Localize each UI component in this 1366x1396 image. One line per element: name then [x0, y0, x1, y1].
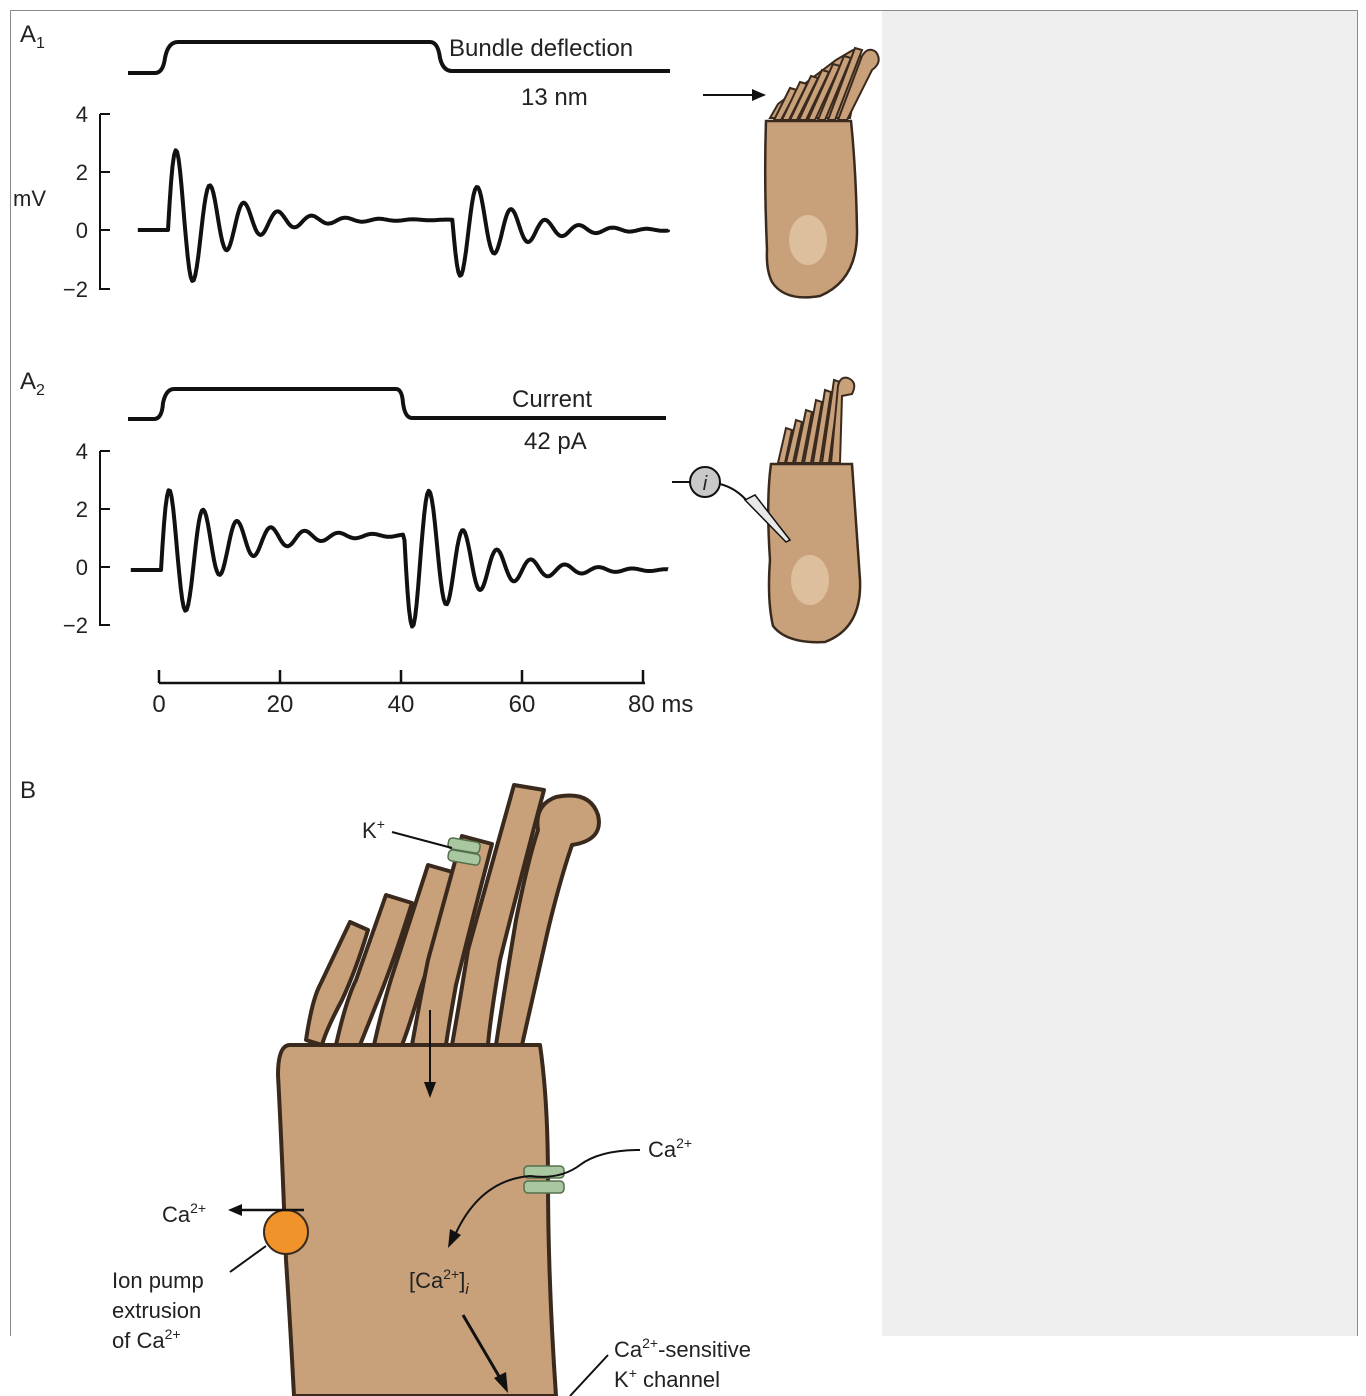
- a2-ytick-4: 4: [76, 439, 88, 464]
- a1-ytick-4: 4: [76, 102, 88, 127]
- a2-ytick-2: 2: [76, 497, 88, 522]
- ca-efflux-label: Ca2+: [162, 1200, 206, 1227]
- pump-label-line1: Ion pump: [112, 1268, 204, 1293]
- ca-influx-label: Ca2+: [648, 1135, 692, 1162]
- panel-a2-label: A2: [20, 368, 45, 399]
- a1-voltage-trace: [138, 150, 668, 281]
- a1-stimulus-value: 13 nm: [521, 84, 588, 111]
- a1-y-axis: [100, 114, 110, 290]
- kca-label-line1: Ca2+-sensitive: [614, 1335, 751, 1362]
- a1-ytick-2: 2: [76, 160, 88, 185]
- a1-y-unit: mV: [13, 186, 46, 211]
- xtick-60: 60: [509, 691, 536, 718]
- a1-hair-cell: [765, 48, 879, 297]
- b-hair-cell: [278, 785, 599, 1396]
- xtick-80: 80 ms: [628, 691, 693, 718]
- a1-ytick-neg2: −2: [63, 277, 88, 302]
- k-pointer-line: [392, 832, 452, 848]
- xtick-40: 40: [388, 691, 415, 718]
- a2-ytick-neg2: −2: [63, 613, 88, 638]
- panel-a1-label: A1: [20, 21, 45, 52]
- current-meter-symbol: i: [703, 473, 708, 495]
- a2-hair-cell: [768, 378, 860, 643]
- a2-voltage-trace: [131, 490, 668, 626]
- pump-pointer-line: [230, 1246, 266, 1272]
- kca-label-line2: K+ channel: [614, 1365, 720, 1392]
- a2-ytick-0: 0: [76, 555, 88, 580]
- a1-stimulus-label: Bundle deflection: [449, 35, 633, 62]
- xtick-0: 0: [152, 691, 165, 718]
- a2-y-axis: [100, 451, 110, 626]
- panel-b-label: B: [20, 777, 36, 804]
- xtick-20: 20: [267, 691, 294, 718]
- current-meter-icon: i: [690, 467, 720, 497]
- pump-label-line3: of Ca2+: [112, 1326, 181, 1353]
- time-axis: [159, 670, 645, 683]
- a1-ytick-0: 0: [76, 218, 88, 243]
- kca-pointer-line: [570, 1355, 608, 1396]
- a2-stimulus-value: 42 pA: [524, 428, 587, 455]
- a2-stimulus-label: Current: [512, 386, 592, 413]
- pump-label-line2: extrusion: [112, 1298, 201, 1323]
- a1-deflection-arrow: [703, 89, 766, 101]
- mechanotransduction-channel: [447, 837, 480, 865]
- ion-pump: [264, 1210, 308, 1254]
- k-ion-label: K+: [362, 816, 385, 843]
